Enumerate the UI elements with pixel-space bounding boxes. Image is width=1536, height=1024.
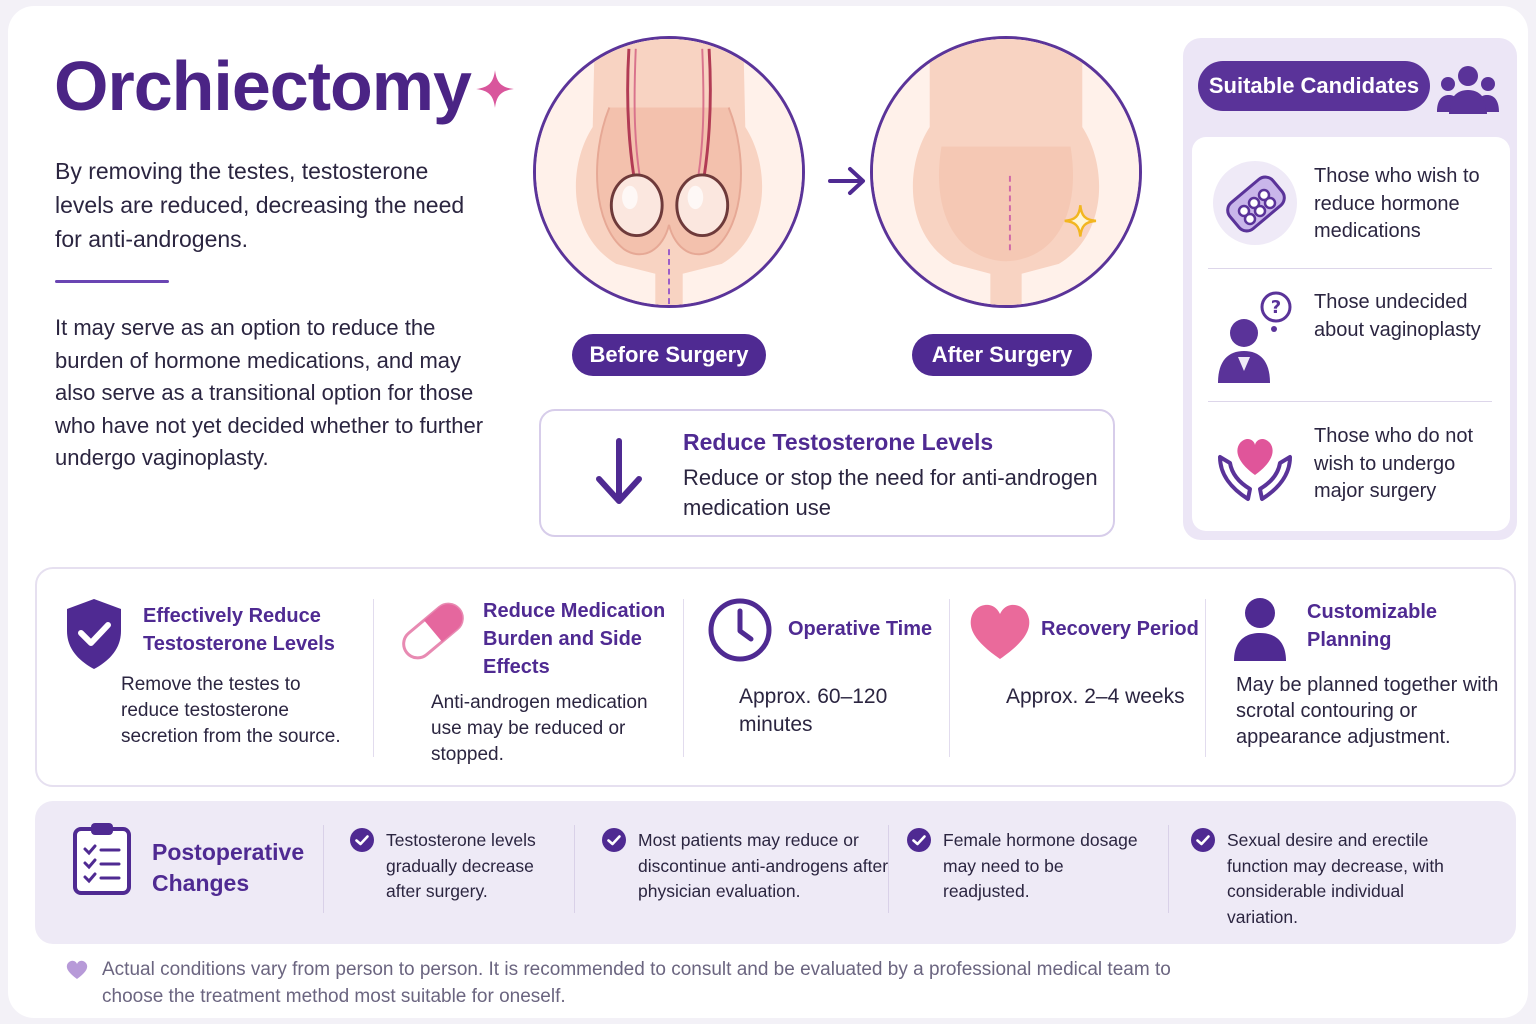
check-circle-icon <box>1191 828 1215 852</box>
feature-title: Recovery Period <box>1041 618 1199 640</box>
heart-icon <box>66 960 88 979</box>
arrow-right-icon <box>828 167 865 195</box>
intro-text: By removing the testes, testosterone lev… <box>55 158 465 252</box>
features-row: Effectively Reduce Testosterone Levels R… <box>35 567 1516 787</box>
post-item-text: Most patients may reduce or discontinue … <box>638 830 889 901</box>
person-icon <box>1234 598 1286 661</box>
heart-icon <box>970 604 1030 659</box>
reduce-card-text: Reduce or stop the need for anti-androge… <box>683 465 1098 520</box>
clock-icon <box>708 598 772 662</box>
after-surgery-illustration <box>870 36 1142 308</box>
check-circle-icon <box>602 828 626 852</box>
divider <box>55 280 169 283</box>
feature-text: May be planned together with scrotal con… <box>1236 674 1499 748</box>
post-item-text: Sexual desire and erectile function may … <box>1227 830 1444 927</box>
feature-divider <box>949 599 950 757</box>
post-divider <box>888 825 889 913</box>
capsule-icon <box>402 602 464 660</box>
feature-divider <box>683 599 684 757</box>
postoperative-title: Postoperative Changes <box>152 839 305 896</box>
intro-text-secondary: It may serve as an option to reduce the … <box>55 315 484 470</box>
feature-title: Customizable Planning <box>1307 601 1438 651</box>
post-divider <box>323 825 324 913</box>
check-circle-icon <box>907 828 931 852</box>
candidate-divider <box>1208 268 1492 269</box>
svg-text:?: ? <box>1271 297 1281 318</box>
sparkle-icon <box>476 70 514 108</box>
before-surgery-label: Before Surgery <box>572 334 766 376</box>
shield-check-icon <box>67 599 121 669</box>
disclaimer-footer: Actual conditions vary from person to pe… <box>102 959 1171 1007</box>
pill-blister-icon <box>1213 161 1297 245</box>
reduce-testosterone-card: Reduce Testosterone Levels Reduce or sto… <box>539 409 1115 537</box>
arrow-down-icon <box>596 438 642 504</box>
candidate-text: Those who wish to reduce hormone medicat… <box>1314 165 1480 242</box>
post-item-text: Testosterone levels gradually decrease a… <box>386 830 536 901</box>
post-divider <box>1168 825 1169 913</box>
feature-title: Effectively Reduce Testosterone Levels <box>143 605 335 655</box>
page-title: Orchiectomy <box>54 47 472 125</box>
post-item-text: Female hormone dosage may need to be rea… <box>943 830 1138 901</box>
suitable-candidates-panel: Suitable Candidates Th <box>1183 38 1517 540</box>
post-divider <box>574 825 575 913</box>
feature-text: Anti-androgen medication use may be redu… <box>431 692 648 765</box>
feature-divider <box>1205 599 1206 757</box>
feature-text: Approx. 2–4 weeks <box>1006 685 1185 708</box>
infographic-page: Orchiectomy By removing the testes, test… <box>8 6 1528 1018</box>
feature-text: Approx. 60–120 minutes <box>739 685 888 736</box>
check-circle-icon <box>350 828 374 852</box>
feature-title: Operative Time <box>788 618 933 640</box>
candidates-heading: Suitable Candidates <box>1198 61 1430 111</box>
feature-text: Remove the testes to reduce testosterone… <box>121 674 341 747</box>
candidates-list: Those who wish to reduce hormone medicat… <box>1192 137 1510 531</box>
candidate-divider <box>1208 401 1492 402</box>
reduce-card-title: Reduce Testosterone Levels <box>683 429 994 455</box>
clipboard-checklist-icon <box>73 823 131 895</box>
group-people-icon <box>1437 66 1499 114</box>
postoperative-changes-panel: Postoperative Changes Testosterone level… <box>35 801 1516 944</box>
feature-title: Reduce Medication Burden and Side Effect… <box>483 600 666 678</box>
question-person-icon: ? <box>1218 291 1292 383</box>
before-surgery-illustration <box>533 36 805 308</box>
feature-divider <box>373 599 374 757</box>
candidate-text: Those who do not wish to undergo major s… <box>1314 425 1473 502</box>
after-surgery-label: After Surgery <box>912 334 1092 376</box>
heart-hands-icon <box>1218 438 1292 501</box>
candidate-text: Those undecided about vaginoplasty <box>1314 291 1481 341</box>
